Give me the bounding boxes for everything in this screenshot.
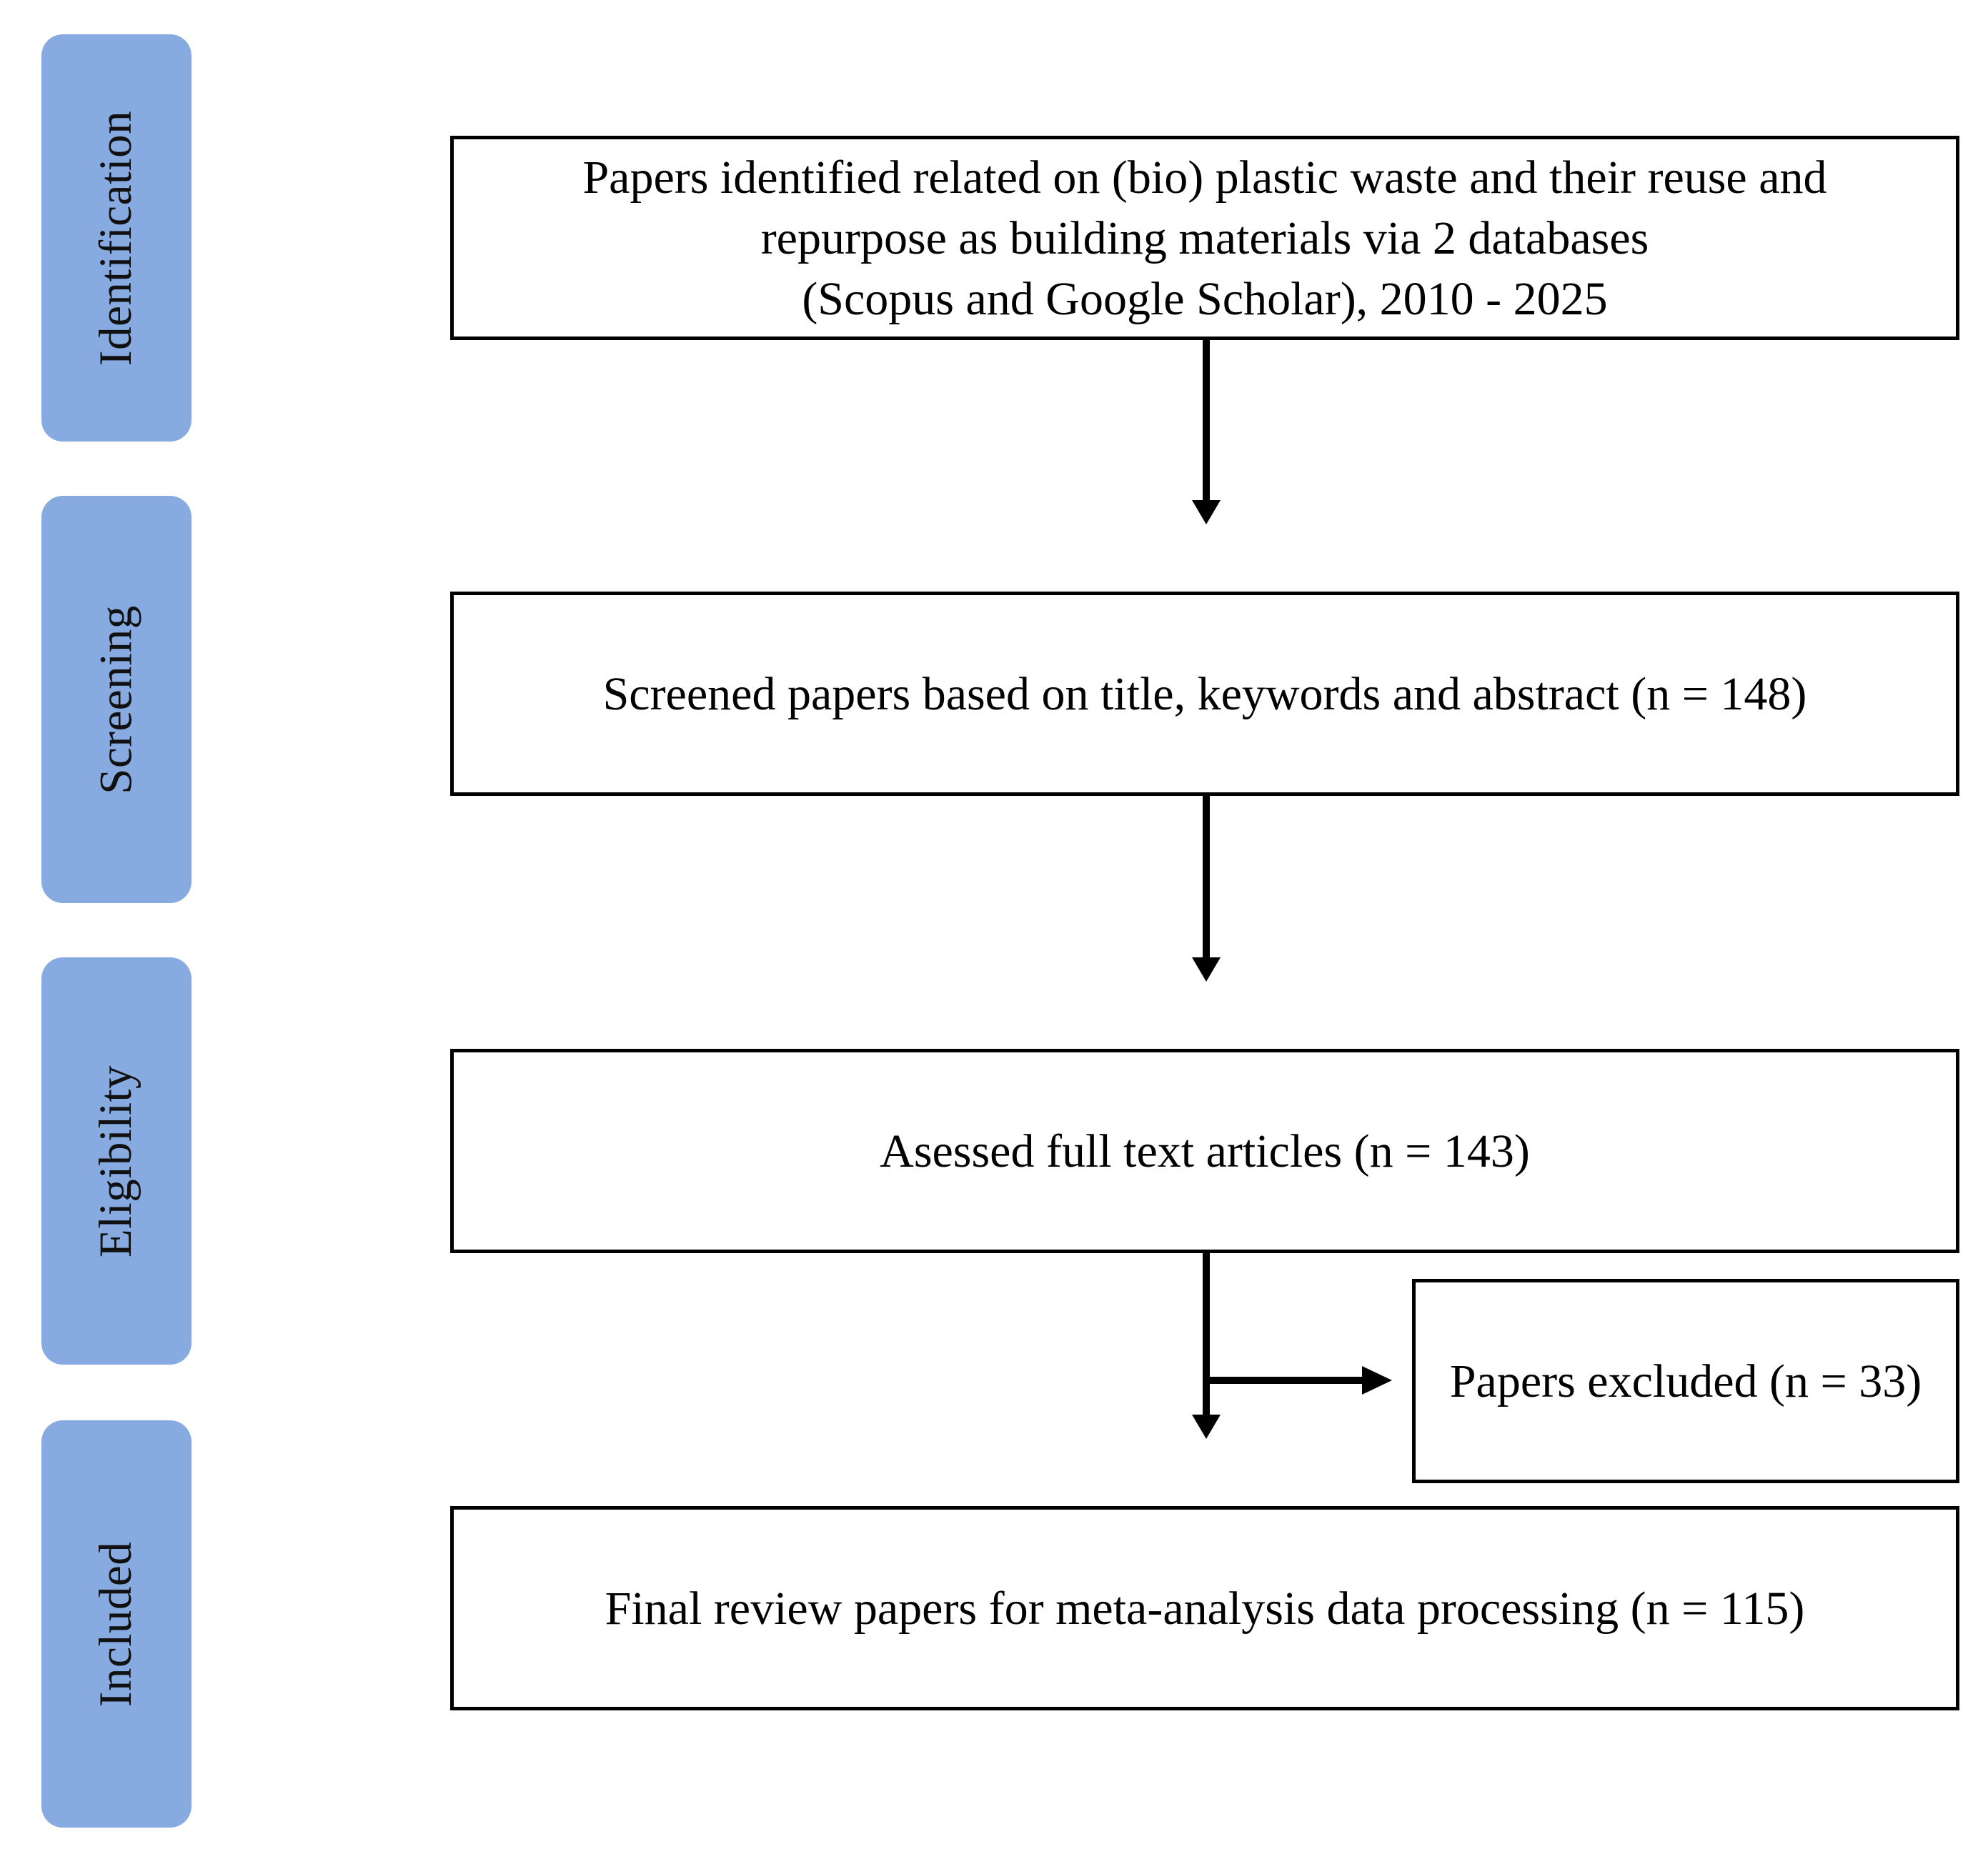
stage-identification: Identification xyxy=(41,34,192,442)
excluded-text: Papers excluded (n = 33) xyxy=(1449,1355,1922,1407)
identified-papers-box: Papers identified related on (bio) plast… xyxy=(450,136,1959,340)
arrowhead-identified-to-screened xyxy=(1192,500,1221,524)
assessed-text: Asessed full text articles (n = 143) xyxy=(880,1125,1530,1177)
screened-papers-box: Screened papers based on title, keywords… xyxy=(450,592,1959,796)
identified-line-2: repurpose as building materials via 2 da… xyxy=(760,211,1649,264)
screened-text: Screened papers based on title, keywords… xyxy=(602,667,1807,720)
arrowhead-to-excluded xyxy=(1362,1366,1392,1395)
stage-eligibility: Eligibility xyxy=(41,957,192,1365)
excluded-papers-box: Papers excluded (n = 33) xyxy=(1412,1279,1959,1483)
identified-line-3: (Scopus and Google Scholar), 2010 - 2025 xyxy=(802,272,1608,325)
arrowhead-assessed-to-final xyxy=(1192,1415,1221,1439)
final-review-box: Final review papers for meta-analysis da… xyxy=(450,1506,1959,1710)
identified-line-1: Papers identified related on (bio) plast… xyxy=(582,151,1827,204)
final-text: Final review papers for meta-analysis da… xyxy=(605,1582,1805,1635)
arrowhead-screened-to-assessed xyxy=(1192,957,1221,982)
stage-screening: Screening xyxy=(41,496,192,903)
stage-included: Included xyxy=(41,1420,192,1828)
assessed-articles-box: Asessed full text articles (n = 143) xyxy=(450,1049,1959,1253)
